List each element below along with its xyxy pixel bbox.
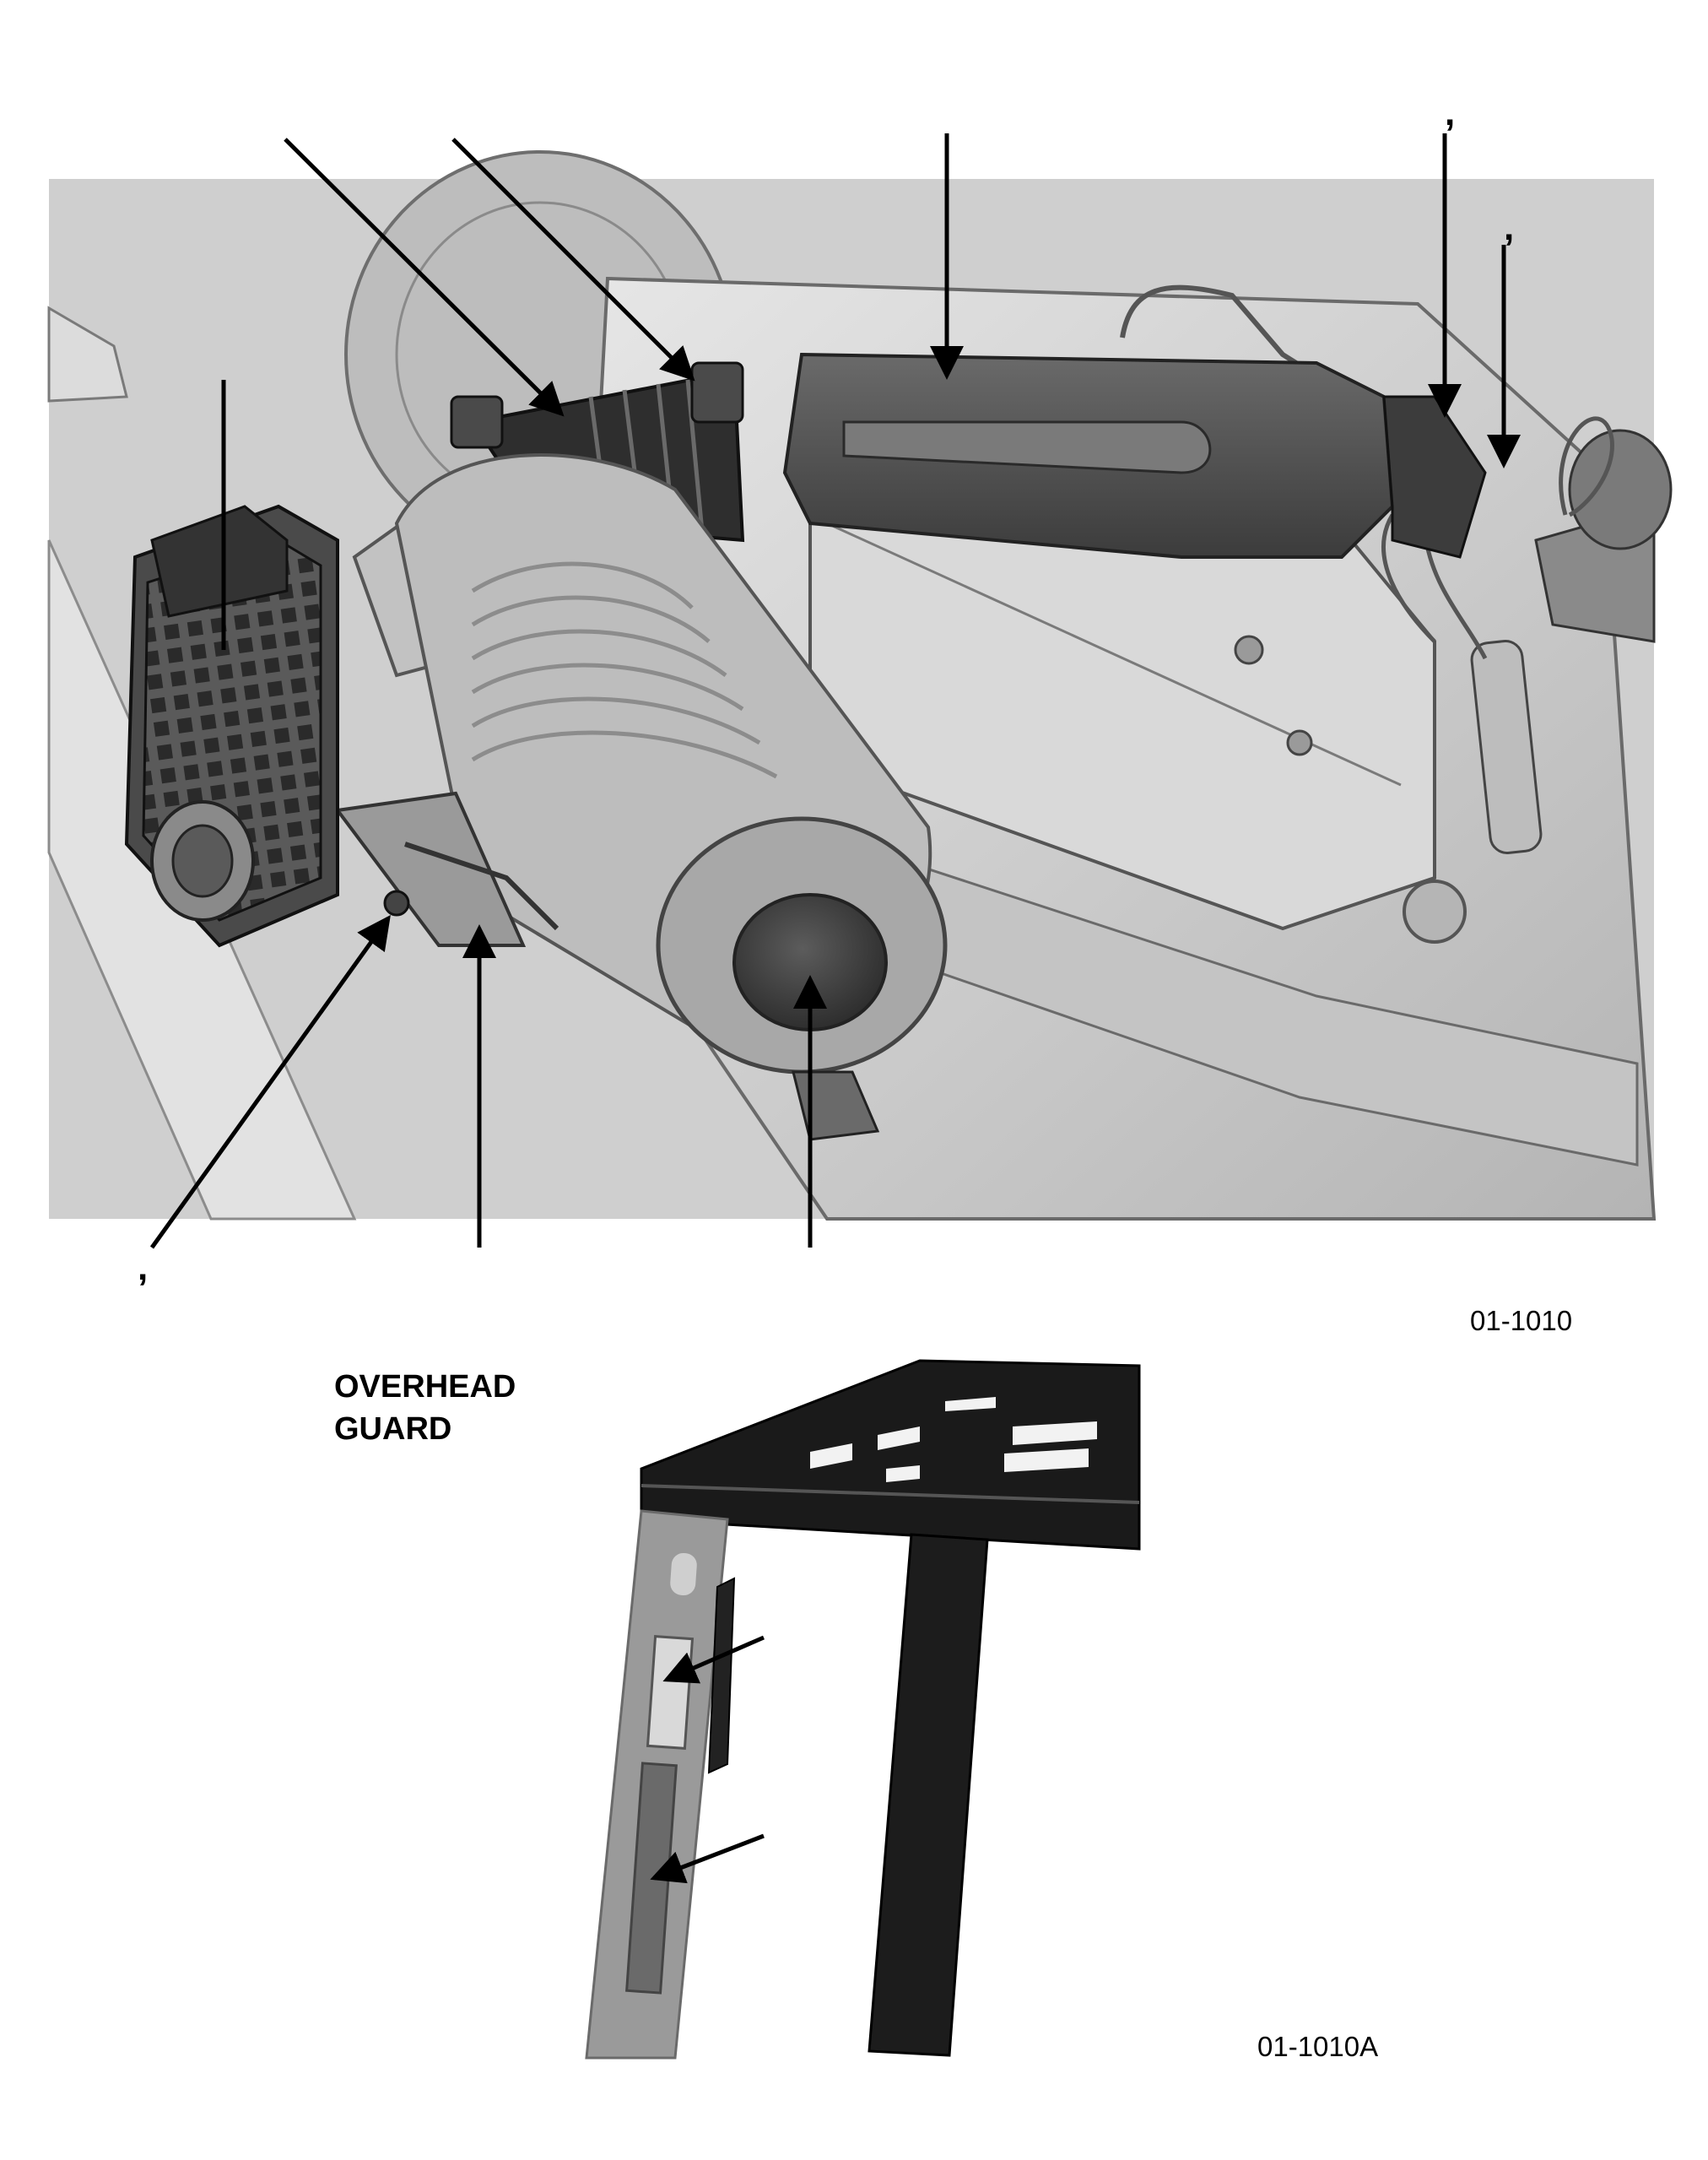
callout-leader-bolt xyxy=(149,914,391,1249)
dipstick-loop xyxy=(1559,416,1614,517)
overhead-guard-heading-line-1: OVERHEAD xyxy=(334,1369,516,1405)
figure-id-top: 01-1010 xyxy=(1470,1305,1573,1336)
pre-cleaner-outlet-inner xyxy=(171,824,234,898)
pre-cleaner-hood xyxy=(150,505,289,618)
callout-mark-elbow-clamp: , xyxy=(1445,92,1456,133)
callout-mark-bolt: , xyxy=(138,1247,149,1288)
callout-leaders xyxy=(149,133,1521,1249)
canopy-openings xyxy=(810,1397,1097,1482)
lift-strap xyxy=(1470,640,1543,854)
callout-mark-sensor: , xyxy=(1504,207,1515,248)
sensor-wire xyxy=(1381,513,1488,660)
engine-port xyxy=(1403,880,1467,944)
breather-tube xyxy=(1120,284,1352,399)
overhead-guard-illustration xyxy=(585,1359,1141,2060)
hose-clamp xyxy=(450,395,504,449)
canopy-edge xyxy=(640,1484,1140,1504)
left-bracket xyxy=(47,306,128,403)
dust-valve xyxy=(792,1070,880,1141)
right-cylinder xyxy=(1568,429,1673,550)
canopy-opening xyxy=(878,1426,920,1450)
mounting-strap xyxy=(404,842,559,931)
mounting-bolt xyxy=(383,890,410,917)
hose-clamp xyxy=(690,361,744,424)
overhead-guard-heading: OVERHEAD GUARD xyxy=(334,1366,516,1450)
engine-air-cleaner-illustration xyxy=(47,133,1673,1249)
canopy-opening xyxy=(945,1397,996,1411)
canopy-opening xyxy=(1013,1421,1097,1445)
overhead-guard-heading-line-2: GUARD xyxy=(334,1411,452,1447)
valve-cover-bolt xyxy=(1234,635,1264,665)
data-plate xyxy=(646,1635,695,1750)
canopy-opening xyxy=(810,1443,852,1469)
front-leg-bracket xyxy=(707,1577,736,1774)
guard-rear-leg xyxy=(868,1533,989,2057)
valve-cover-bolt xyxy=(1286,729,1313,756)
air-cleaner-ribs xyxy=(471,561,778,779)
canopy-opening xyxy=(886,1465,920,1482)
intake-duct-ridge xyxy=(842,420,1212,474)
callout-leader-decal xyxy=(650,1833,765,1884)
callout-leader-data-plate xyxy=(662,1635,765,1684)
figure-id-bottom: 01-1010A xyxy=(1257,2031,1379,2062)
callout-leader-hose xyxy=(284,138,565,417)
callout-leader-hose-clamp xyxy=(451,138,695,382)
front-leg-slot xyxy=(670,1552,697,1596)
canopy-opening xyxy=(1004,1448,1089,1472)
